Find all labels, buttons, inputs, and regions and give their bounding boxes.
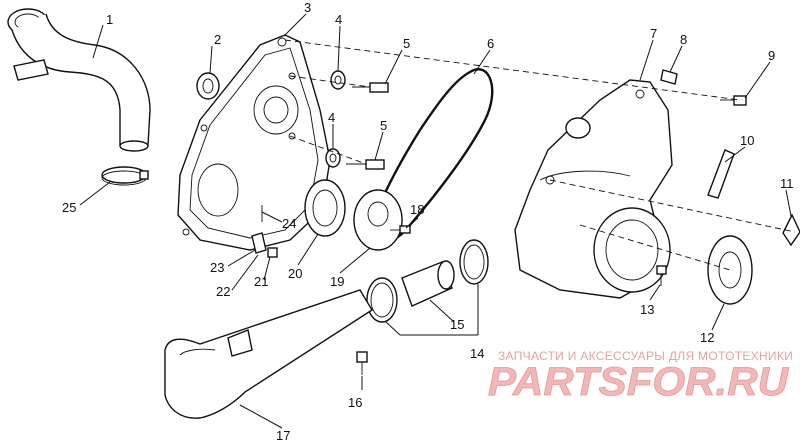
label-13: 13 <box>640 302 654 317</box>
label-18: 18 <box>410 202 424 217</box>
part-20-seal <box>304 179 346 237</box>
label-20: 20 <box>288 266 302 281</box>
part-23-bracket <box>251 232 267 254</box>
label-15: 15 <box>450 317 464 332</box>
part-11-tag <box>782 213 800 247</box>
part-18-screw <box>390 225 411 234</box>
part-25-clamp <box>101 166 149 186</box>
watermark-tagline: ЗАПЧАСТИ И АКСЕССУАРЫ ДЛЯ МОТОТЕХНИКИ <box>498 349 793 363</box>
label-7: 7 <box>650 26 657 41</box>
part-5-bolt-lower <box>346 159 385 170</box>
label-17: 17 <box>276 428 290 441</box>
part-15-sleeve <box>401 260 455 307</box>
part-14-clamp-left <box>366 277 398 323</box>
label-19: 19 <box>330 274 344 289</box>
label-6: 6 <box>487 36 494 51</box>
label-5b: 5 <box>380 118 387 133</box>
part-1-intake-duct <box>7 8 151 152</box>
label-16: 16 <box>348 395 362 410</box>
label-3: 3 <box>304 0 311 15</box>
label-11: 11 <box>780 176 794 191</box>
label-1: 1 <box>106 12 113 27</box>
part-13-screw <box>656 265 667 286</box>
label-9: 9 <box>768 48 775 63</box>
label-25: 25 <box>62 200 76 215</box>
part-21-nut <box>267 247 278 258</box>
label-14: 14 <box>470 346 484 361</box>
part-9-bolt <box>720 95 747 106</box>
assembly-axes <box>284 39 796 271</box>
part-4-washer-lower <box>325 148 341 168</box>
watermark-logo: PARTSFOR.RU <box>488 360 789 404</box>
watermark: ЗАПЧАСТИ И АКСЕССУАРЫ ДЛЯ МОТОТЕХНИКИ PA… <box>488 349 793 404</box>
part-19-plate <box>353 189 403 251</box>
label-10: 10 <box>740 133 754 148</box>
label-24: 24 <box>282 216 296 231</box>
part-2-grommet <box>196 72 220 100</box>
part-10-decal <box>707 149 735 199</box>
part-16-bolt <box>356 351 368 375</box>
label-4b: 4 <box>328 110 335 125</box>
leader-lines <box>79 13 792 429</box>
label-8: 8 <box>680 32 687 47</box>
label-22: 22 <box>216 284 230 299</box>
label-2: 2 <box>214 32 221 47</box>
label-23: 23 <box>210 260 224 275</box>
part-14-clamp-right <box>459 239 489 285</box>
label-4a: 4 <box>335 12 342 27</box>
label-5a: 5 <box>403 36 410 51</box>
part-8-clip <box>660 69 678 85</box>
part-4-washer-upper <box>330 70 346 90</box>
part-12-gasket <box>707 235 753 305</box>
part-number-labels: 1 2 3 4 5 6 7 8 9 4 5 10 11 25 24 18 23 … <box>62 0 794 441</box>
part-17-lower-duct <box>164 289 373 419</box>
label-12: 12 <box>700 330 714 345</box>
part-5-bolt-upper <box>352 82 389 93</box>
label-21: 21 <box>254 274 268 289</box>
